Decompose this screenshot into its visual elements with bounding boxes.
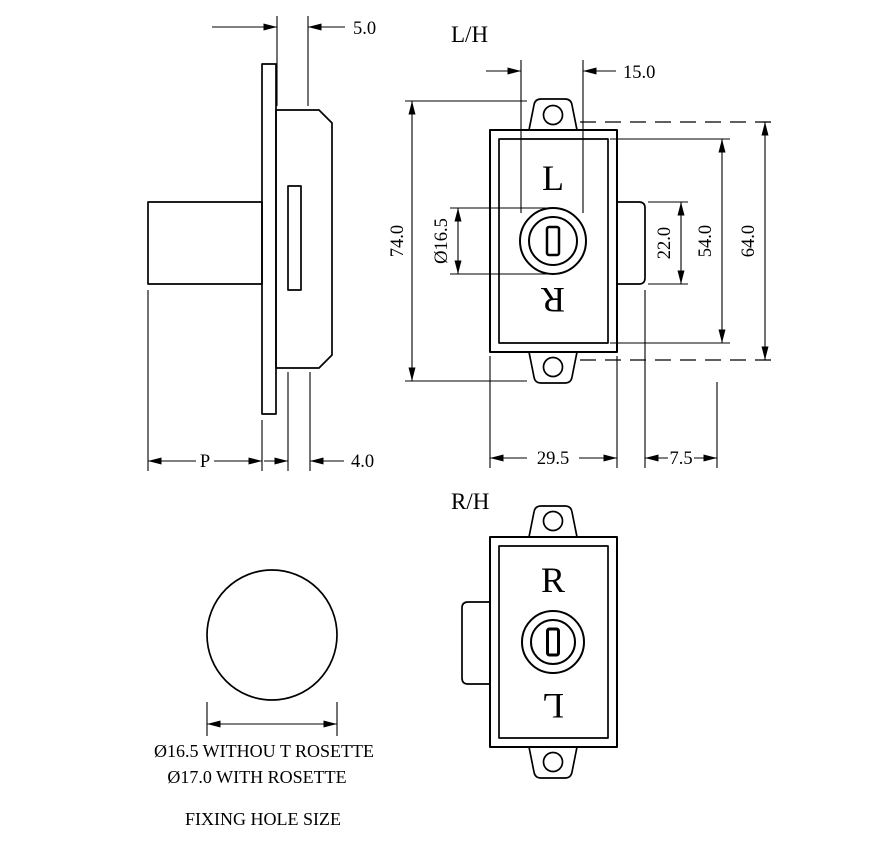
- lh-face-letter-bottom: R: [541, 280, 565, 320]
- rh-bottom-tab: [528, 746, 578, 779]
- lh-bottom-tab: [528, 351, 578, 384]
- dimension-backset: 4.0: [264, 372, 374, 472]
- rh-keyhole-outer-ring: [521, 610, 585, 674]
- dim-label-projection: P: [200, 452, 210, 472]
- fixing-hole-detail: Ø16.5 WITHOU T ROSETTE Ø17.0 WITH ROSETT…: [154, 569, 374, 829]
- rh-front-view: R/H R L: [451, 489, 618, 779]
- lh-top-tab: [528, 98, 578, 131]
- dim-label-keyhole-diameter: Ø16.5: [432, 218, 452, 264]
- fixing-hole-circle: [206, 569, 338, 701]
- mounting-plate-profile: [261, 63, 277, 415]
- dimension-body-height: 64.0: [739, 122, 769, 360]
- dim-label-body-width: 29.5: [537, 449, 569, 469]
- dimension-top-offset: 15.0: [486, 60, 655, 213]
- rh-body-outline: [489, 536, 618, 748]
- dim-label-inner-height: 54.0: [696, 225, 716, 257]
- dim-label-plate-thickness: 5.0: [353, 19, 376, 39]
- lh-front-view: L/H L R 15.0 7: [388, 22, 772, 469]
- lh-key-slot: [545, 225, 561, 257]
- dim-label-overall-height: 74.0: [388, 225, 408, 257]
- rh-top-tab-hole: [542, 510, 564, 532]
- dimension-projection: P: [147, 290, 263, 472]
- rh-face-letter-bottom: L: [542, 686, 564, 726]
- dimension-cam-offset: 7.5: [644, 290, 718, 469]
- lh-side-cam: [617, 201, 646, 285]
- dimension-fixing-hole: [206, 702, 338, 736]
- note-without-rosette: Ø16.5 WITHOU T ROSETTE: [154, 741, 374, 761]
- dimension-inner-height: 54.0: [610, 138, 730, 344]
- rh-face-plate: [498, 545, 609, 739]
- lh-top-tab-hole: [542, 104, 564, 126]
- lh-face-plate: [498, 138, 609, 344]
- lock-barrel-profile: [147, 201, 263, 285]
- rh-bottom-tab-hole: [542, 751, 564, 773]
- dimension-body-width: 29.5: [489, 356, 618, 469]
- dimension-keyhole-diameter: Ø16.5: [432, 207, 551, 275]
- rh-top-tab: [528, 505, 578, 538]
- rh-side-cam: [461, 601, 490, 685]
- dimension-overall-height: 74.0: [388, 100, 527, 382]
- lh-bottom-tab-hole: [542, 356, 564, 378]
- lh-view-title: L/H: [451, 22, 488, 47]
- dimension-cam-height: 22.0: [648, 201, 688, 285]
- dim-label-top-offset: 15.0: [623, 63, 655, 83]
- rh-key-slot: [546, 627, 560, 657]
- lh-body-outline: [489, 129, 618, 353]
- lock-body-profile: [275, 109, 333, 369]
- lh-keyhole-outer-ring: [519, 207, 587, 275]
- lh-face-letter-top: L: [542, 158, 564, 198]
- lh-keyhole-inner-ring: [528, 216, 578, 266]
- dim-label-backset: 4.0: [351, 452, 374, 472]
- note-with-rosette: Ø17.0 WITH ROSETTE: [167, 767, 346, 787]
- rh-view-title: R/H: [451, 489, 489, 514]
- rh-keyhole-inner-ring: [530, 619, 576, 665]
- dim-label-body-height: 64.0: [739, 225, 759, 257]
- fixing-hole-caption: FIXING HOLE SIZE: [185, 809, 341, 829]
- dimension-plate-thickness: 5.0: [212, 16, 376, 106]
- body-slot-profile: [287, 185, 302, 291]
- dim-label-cam-height: 22.0: [655, 227, 675, 259]
- rh-face-letter-top: R: [541, 560, 565, 600]
- dim-label-cam-offset: 7.5: [669, 449, 692, 469]
- side-view: 5.0 P 4.0: [147, 16, 376, 472]
